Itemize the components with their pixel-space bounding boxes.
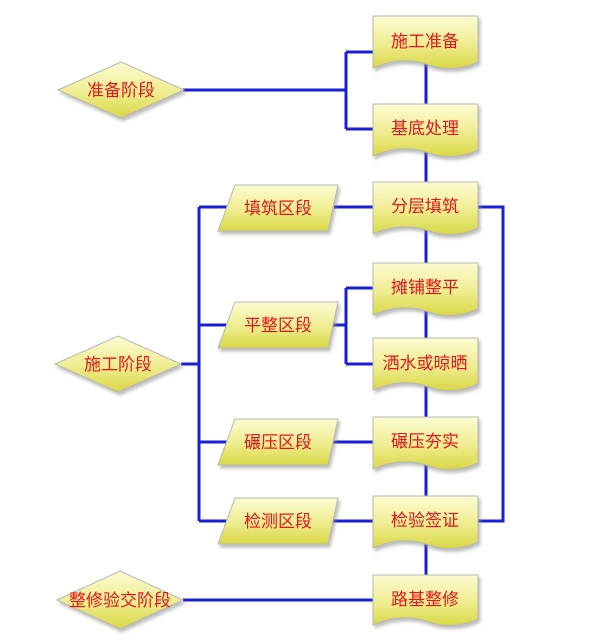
step-box-3: 分层填筑 [372, 181, 479, 235]
step-label: 检验签证 [391, 511, 459, 531]
connector-feedback-loop [478, 205, 505, 523]
phase-label: 整修验交阶段 [69, 591, 171, 611]
step-label: 基底处理 [391, 119, 459, 139]
step-label: 洒水或晾晒 [383, 354, 468, 374]
section-roll: 碾压区段 [217, 418, 339, 466]
section-test: 检测区段 [217, 497, 339, 545]
section-label: 检测区段 [244, 512, 312, 532]
phase-label: 准备阶段 [87, 81, 155, 101]
step-label: 施工准备 [391, 32, 459, 52]
phase-label: 施工阶段 [84, 355, 152, 375]
section-label: 碾压区段 [244, 433, 312, 453]
step-label: 分层填筑 [391, 197, 459, 217]
phase-diamond-prep: 准备阶段 [56, 61, 186, 119]
phase-diamond-finish: 整修验交阶段 [55, 570, 185, 630]
step-box-8: 路基整修 [372, 574, 479, 626]
step-box-4: 摊铺整平 [372, 262, 479, 316]
step-box-7: 检验签证 [372, 495, 479, 549]
step-box-6: 碾压夯实 [372, 416, 479, 470]
step-box-1: 施工准备 [372, 15, 479, 69]
step-label: 碾压夯实 [391, 432, 459, 452]
step-label: 摊铺整平 [391, 278, 459, 298]
phase-diamond-construct: 施工阶段 [53, 335, 183, 393]
section-level: 平整区段 [217, 301, 339, 349]
section-fill: 填筑区段 [217, 184, 339, 232]
step-box-5: 洒水或晾晒 [372, 337, 479, 391]
section-label: 填筑区段 [244, 199, 312, 219]
step-box-2: 基底处理 [372, 103, 479, 157]
section-label: 平整区段 [244, 316, 312, 336]
step-label: 路基整修 [391, 590, 459, 610]
